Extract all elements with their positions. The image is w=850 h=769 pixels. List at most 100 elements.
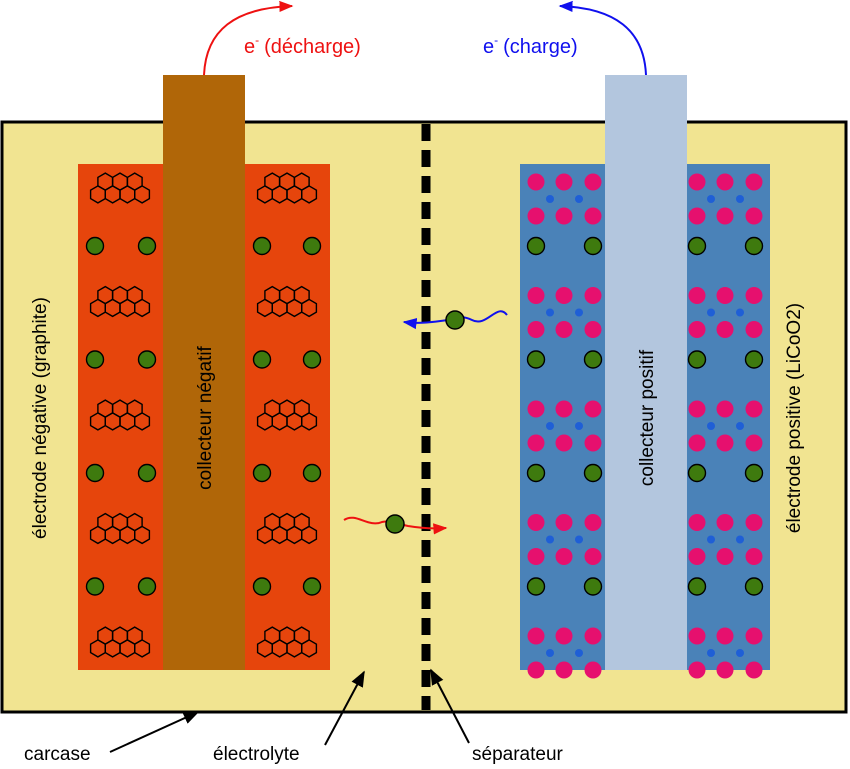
lithium-ion-icon [744,463,764,483]
lithium-ion-icon [583,350,603,369]
oxygen-atom-icon [575,308,583,317]
cobalt-atom-icon [716,321,734,338]
cobalt-atom-icon [716,514,734,531]
cobalt-atom-icon [584,287,602,304]
casing-pointer [109,711,200,753]
cobalt-atom-icon [688,514,706,531]
lithium-ion-icon [687,577,707,596]
cobalt-atom-icon [527,173,545,191]
electrolyte-pointer [324,670,365,746]
oxygen-atom-icon [546,195,554,203]
lithium-ion-icon [526,236,546,256]
lithium-ion-icon [85,236,105,256]
lithium-ion-icon [252,463,272,483]
lithium-ion-icon [583,463,603,483]
cobalt-atom-icon [716,400,734,418]
graphite-hexagon-icon [89,399,151,431]
cobalt-atom-icon [527,434,545,452]
oxygen-atom-icon [707,535,715,544]
oxygen-atom-icon [575,195,583,203]
lithium-ion-charging [445,310,465,330]
oxygen-atom-icon [546,535,554,544]
lithium-ion-icon [137,350,157,369]
cobalt-atom-icon [745,400,763,418]
lithium-ion-icon [302,577,322,596]
lithium-ion-icon [302,463,322,483]
lithium-ion-icon [137,463,157,483]
cobalt-atom-icon [555,514,573,531]
lithium-ion-icon [744,577,764,596]
cobalt-atom-icon [555,400,573,418]
graphite-hexagon-icon [256,626,318,658]
oxygen-atom-icon [736,649,744,657]
cobalt-atom-icon [688,661,706,679]
oxygen-atom-icon [736,535,744,544]
graphite-hexagon-icon [89,285,151,318]
cobalt-atom-icon [688,207,706,225]
oxygen-atom-icon [707,308,715,317]
cobalt-atom-icon [555,287,573,304]
cobalt-atom-icon [555,548,573,565]
oxygen-atom-icon [707,649,715,657]
cobalt-atom-icon [555,627,573,645]
separator-label: séparateur [472,744,564,765]
negative-collector-label: collecteur négatif [195,345,216,489]
positive-collector-label: collecteur positif [637,349,658,486]
cobalt-atom-icon [716,548,734,565]
cobalt-atom-icon [716,661,734,679]
discharge-electron-arrow [203,0,294,76]
cobalt-atom-icon [688,400,706,418]
graphite-hexagon-icon [89,512,151,545]
graphite-hexagon-icon [256,285,318,318]
oxygen-atom-icon [736,422,744,430]
lithium-ion-icon [137,236,157,256]
cobalt-atom-icon [527,627,545,645]
graphite-hexagon-icon [256,399,318,431]
lithium-ion-icon [137,577,157,596]
cobalt-atom-icon [688,321,706,338]
cobalt-atom-icon [745,207,763,225]
discharge-label: e-(décharge) [244,33,361,58]
oxygen-atom-icon [546,649,554,657]
cobalt-atom-icon [555,173,573,191]
oxygen-atom-icon [575,535,583,544]
negative-collector [163,75,245,670]
positive-collector [605,75,687,670]
lithium-ion-icon [526,350,546,369]
oxygen-atom-icon [707,195,715,203]
cobalt-atom-icon [745,627,763,645]
casing-label: carcase [24,744,91,765]
lithium-ion-icon [85,350,105,369]
graphite-hexagon-icon [89,172,151,204]
cobalt-atom-icon [716,287,734,304]
cobalt-atom-icon [584,207,602,225]
oxygen-atom-icon [546,422,554,430]
oxygen-atom-icon [575,649,583,657]
cobalt-atom-icon [584,627,602,645]
lithium-ion-icon [302,350,322,369]
cobalt-atom-icon [745,321,763,338]
cobalt-atom-icon [555,321,573,338]
lithium-ion-icon [526,463,546,483]
graphite-hexagon-icon [256,512,318,545]
lithium-ion-icon [526,577,546,596]
graphite-hexagon-icon [256,172,318,204]
lithium-ion-icon [687,236,707,256]
cobalt-atom-icon [745,514,763,531]
cobalt-atom-icon [745,434,763,452]
cobalt-atom-icon [584,514,602,531]
cobalt-atom-icon [527,548,545,565]
charge-electron-arrow [558,0,647,76]
oxygen-atom-icon [546,308,554,317]
oxygen-atom-icon [575,422,583,430]
lithium-ion-icon [583,236,603,256]
separator-pointer [430,668,470,744]
cobalt-atom-icon [555,661,573,679]
cobalt-atom-icon [584,434,602,452]
lithium-ion-icon [583,577,603,596]
cobalt-atom-icon [688,434,706,452]
cobalt-atom-icon [527,207,545,225]
cobalt-atom-icon [584,173,602,191]
cobalt-atom-icon [584,548,602,565]
lithium-ion-icon [85,463,105,483]
